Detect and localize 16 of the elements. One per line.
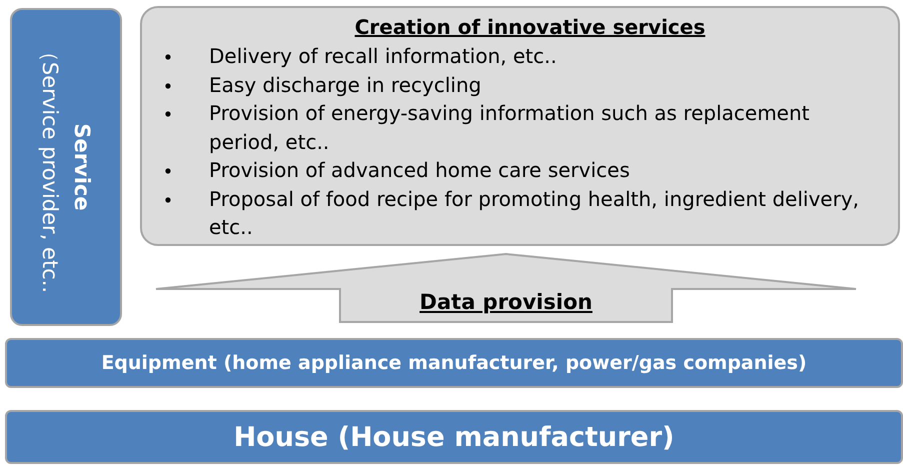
edge-label: Data provision bbox=[418, 289, 594, 316]
layer-bar bbox=[5, 338, 903, 388]
panel-heading: Creation of innovative services bbox=[354, 14, 706, 41]
list-item: Proposal of food recipe for promoting health, ingredient delivery, etc.. bbox=[209, 186, 860, 239]
bar-subtitle: （Service provider, etc.. bbox=[37, 40, 63, 294]
services-panel bbox=[140, 6, 900, 246]
layer-bar bbox=[5, 410, 903, 464]
list-item: Delivery of recall information, etc.. bbox=[209, 44, 557, 68]
bar-title: Service bbox=[69, 123, 95, 211]
layer-label: House (House manufacturer) bbox=[234, 422, 674, 452]
list-item: Easy discharge in recycling bbox=[209, 72, 482, 96]
layer-label: Equipment (home appliance manufacturer, power/gas companies) bbox=[101, 352, 807, 374]
list-item: Provision of advanced home care services bbox=[209, 158, 630, 182]
side-bar bbox=[10, 8, 122, 326]
block-arrow bbox=[155, 253, 857, 323]
list-item: Provision of energy-saving information such as replacement period, etc.. bbox=[209, 101, 810, 154]
